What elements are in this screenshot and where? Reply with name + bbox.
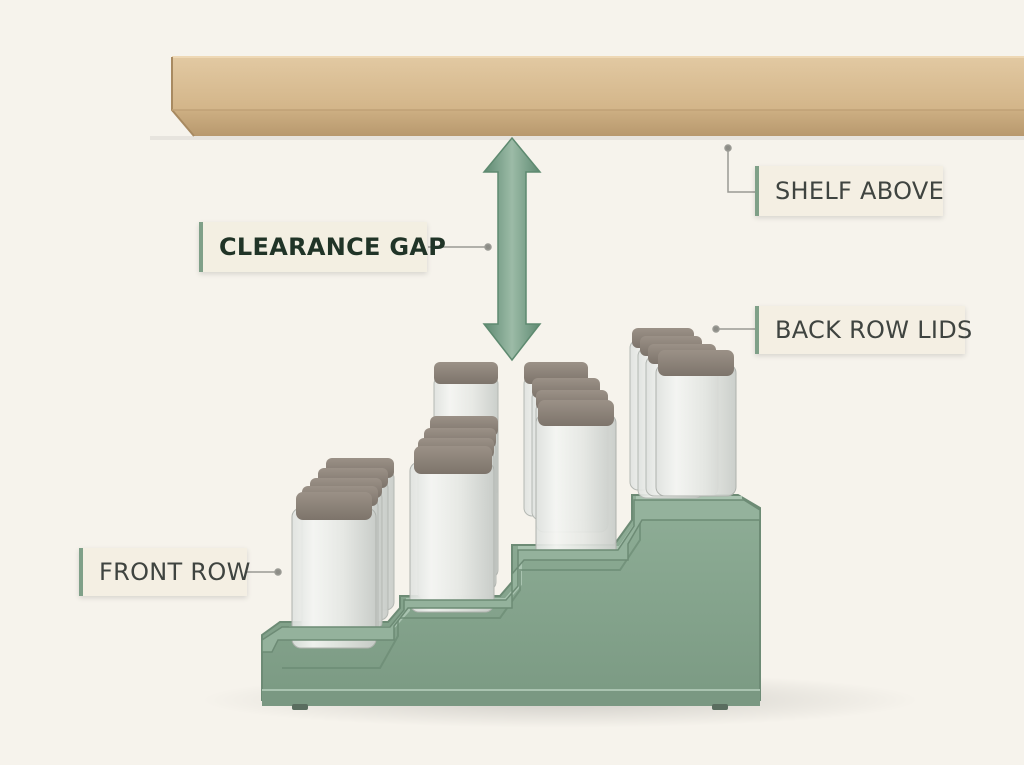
front-row-jars [291,458,395,649]
leader-lines [246,144,755,576]
front-row-label: FRONT ROW [79,548,250,596]
middle-row-jars [409,416,499,613]
clearance-arrow [482,136,542,362]
riser-front-lip [261,499,761,653]
back-row-lids-label: BACK ROW LIDS [755,306,972,354]
back-row-jars [629,328,737,499]
shelf-above [150,56,1024,140]
clearance-gap-label: CLEARANCE GAP [199,222,446,272]
shelf-above-label: SHELF ABOVE [755,166,944,216]
third-row-jars [433,362,617,561]
